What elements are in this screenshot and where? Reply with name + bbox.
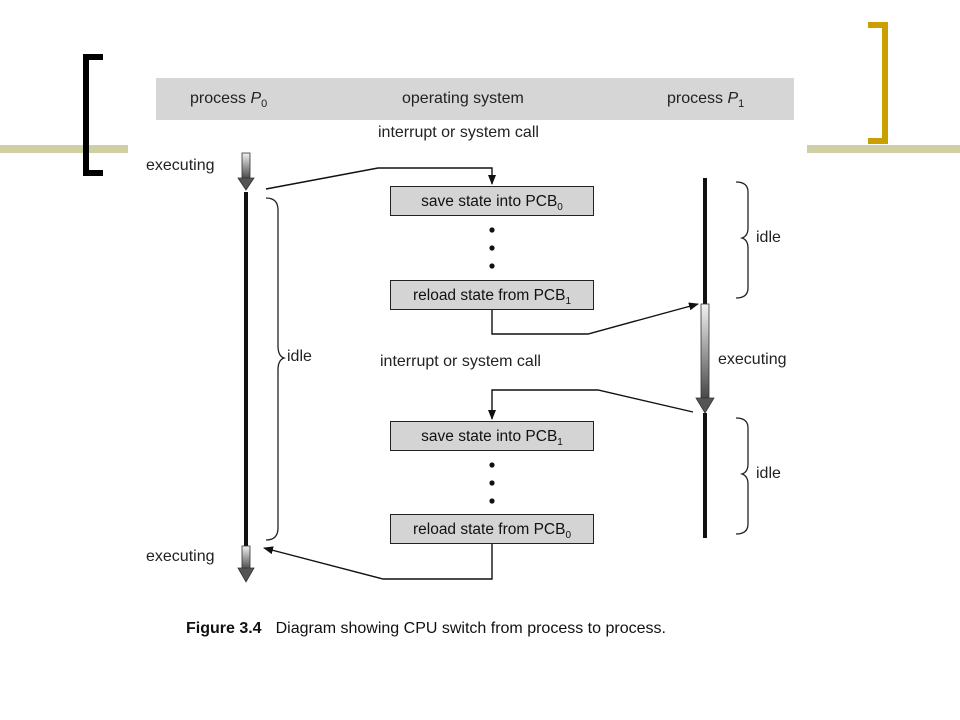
- reload-state-pcb0-box: reload state from PCB0: [390, 514, 594, 544]
- p1-idle-brace-top: [735, 181, 749, 299]
- p1-executing-label: executing: [718, 351, 787, 368]
- p0-executing-arrow-top: [237, 152, 255, 191]
- left-bracket-shape: [83, 54, 103, 176]
- figure-number: Figure 3.4: [186, 620, 262, 637]
- p0-idle-brace: [265, 197, 287, 541]
- header-process-p0: process P0: [190, 90, 268, 111]
- figure-caption: Figure 3.4 Diagram showing CPU switch fro…: [186, 620, 666, 638]
- p0-executing-label-top: executing: [146, 157, 215, 174]
- arrow-reload-pcb0-to-p0: [263, 544, 493, 580]
- header-band: [156, 78, 794, 120]
- header-process-p1: process P1: [667, 90, 745, 111]
- arrow-p0-to-save-pcb0: [265, 167, 496, 190]
- save-state-pcb1-box: save state into PCB1: [390, 421, 594, 451]
- p1-executing-arrow: [695, 303, 715, 414]
- ellipsis-dots-top: [489, 227, 495, 269]
- save-state-pcb0-box: save state into PCB0: [390, 186, 594, 216]
- p0-idle-label: idle: [287, 348, 312, 365]
- ellipsis-dots-bottom: [489, 462, 495, 504]
- interrupt-label-mid: interrupt or system call: [380, 353, 541, 370]
- p1-idle-brace-bottom: [735, 417, 749, 535]
- interrupt-label-top: interrupt or system call: [378, 124, 539, 141]
- p1-idle-label-top: idle: [756, 229, 781, 246]
- right-bracket-shape: [868, 22, 888, 144]
- arrow-reload-pcb1-to-p1: [491, 302, 699, 335]
- header-operating-system: operating system: [402, 90, 524, 107]
- reload-state-pcb1-box: reload state from PCB1: [390, 280, 594, 310]
- arrow-p1-to-save-pcb1: [488, 389, 694, 420]
- cpu-switch-figure: process P0 operating system process P1 i…: [128, 68, 807, 652]
- figure-caption-text: Diagram showing CPU switch from process …: [275, 620, 666, 637]
- p0-executing-label-bottom: executing: [146, 548, 215, 565]
- p1-idle-label-bottom: idle: [756, 465, 781, 482]
- p0-executing-arrow-bottom: [237, 545, 255, 583]
- diagram-lines: [237, 152, 749, 583]
